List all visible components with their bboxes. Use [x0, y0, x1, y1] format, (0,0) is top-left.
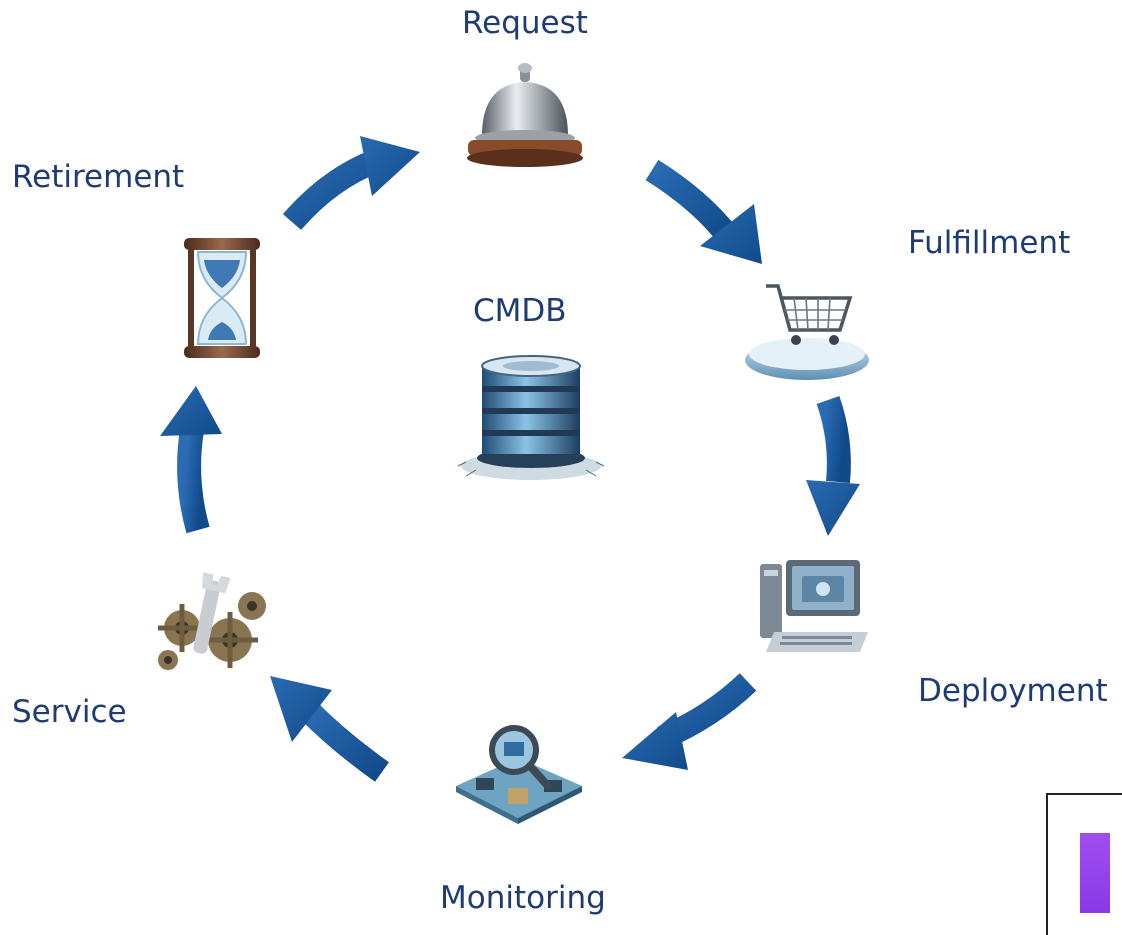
- arrow-deployment-to-monitoring: [622, 673, 757, 770]
- arrow-retirement-to-request: [282, 136, 420, 230]
- shopping-cart-icon: [745, 284, 869, 380]
- gears-wrench-icon: [158, 572, 266, 670]
- arrow-fulfillment-to-deployment: [806, 396, 860, 536]
- hourglass-icon: [184, 238, 260, 358]
- arrow-monitoring-to-service: [270, 676, 389, 782]
- arrow-service-to-retirement: [160, 386, 222, 534]
- stage-label-service: Service: [12, 694, 127, 730]
- database-icon: [457, 355, 605, 480]
- stage-label-fulfillment: Fulfillment: [908, 225, 1071, 261]
- center-label-cmdb: CMDB: [473, 293, 567, 329]
- stage-label-monitoring: Monitoring: [440, 880, 606, 916]
- arrow-request-to-fulfillment: [645, 159, 762, 264]
- stage-label-deployment: Deployment: [918, 673, 1108, 709]
- computer-station-icon: [760, 560, 868, 652]
- stage-label-retirement: Retirement: [12, 159, 185, 195]
- stage-label-request: Request: [462, 5, 588, 41]
- magnifier-network-icon: [456, 725, 582, 824]
- service-bell-icon: [467, 63, 583, 167]
- accent-bar: [1080, 833, 1110, 913]
